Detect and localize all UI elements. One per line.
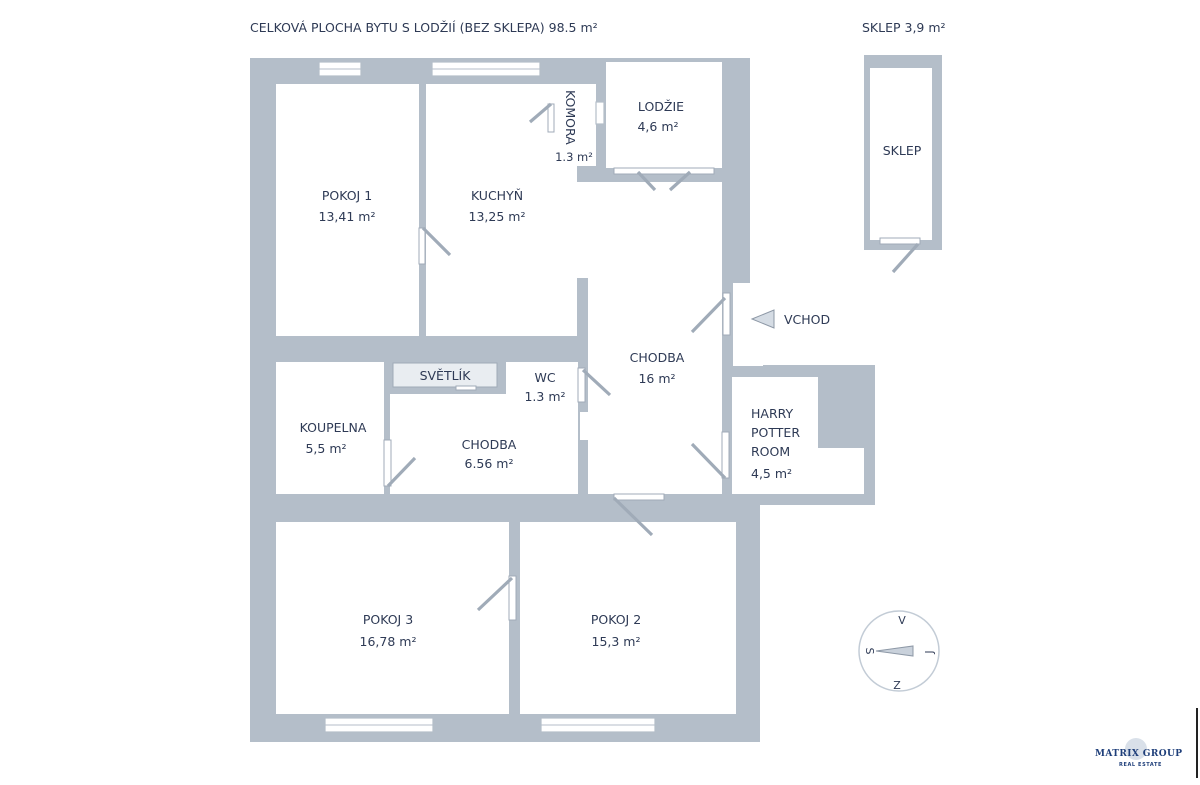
label-koupelna: KOUPELNA xyxy=(300,420,367,435)
label-harry-3: ROOM xyxy=(751,444,790,459)
door-frame-lodzie xyxy=(613,167,715,175)
label-harry-2: POTTER xyxy=(751,425,800,440)
door-pokoj1 xyxy=(421,226,452,257)
door-lodzie-right xyxy=(668,170,692,192)
svetlik-vent xyxy=(455,385,477,391)
label-sklep: SKLEP xyxy=(883,143,922,158)
entrance-gap xyxy=(733,283,763,366)
label-chodba-main: CHODBA xyxy=(630,350,685,365)
logo-name: MATRIX GROUP xyxy=(1095,749,1183,759)
area-chodba-small: 6.56 m² xyxy=(465,456,514,471)
label-kuchyn: KUCHYŇ xyxy=(471,188,523,203)
label-wc: WC xyxy=(534,370,555,385)
door-koupelna xyxy=(386,456,417,488)
room-komora xyxy=(557,84,596,166)
door-frame-wc xyxy=(577,367,586,403)
door-frame-koupelna xyxy=(383,439,392,487)
room-pokoj1 xyxy=(276,84,419,336)
area-pokoj3: 16,78 m² xyxy=(360,634,417,649)
door-frame-pokoj1 xyxy=(418,227,426,265)
area-komora: 1.3 m² xyxy=(555,150,593,164)
area-harry: 4,5 m² xyxy=(751,466,792,481)
door-harry xyxy=(690,442,727,480)
label-komora: KOMORA xyxy=(563,90,578,145)
area-kuchyn: 13,25 m² xyxy=(469,209,526,224)
room-chodba-small xyxy=(390,394,578,494)
door-pokoj3 xyxy=(476,576,514,612)
door-frame-harry xyxy=(721,431,730,479)
compass-rose: V Z S J xyxy=(858,610,940,692)
rooms xyxy=(276,62,932,714)
globe-icon xyxy=(1125,738,1147,760)
compass-circle xyxy=(858,610,940,692)
room-koupelna xyxy=(276,362,384,494)
label-lodzie: LODŽIE xyxy=(638,99,684,114)
door-frame-komora xyxy=(547,103,555,133)
room-sklep xyxy=(870,68,932,240)
area-koupelna: 5,5 m² xyxy=(305,441,346,456)
room-harry xyxy=(732,377,864,494)
door-wc xyxy=(581,368,612,397)
windows xyxy=(318,61,656,733)
area-pokoj2: 15,3 m² xyxy=(592,634,641,649)
door-sklep xyxy=(891,242,920,274)
compass-south: Z xyxy=(893,679,901,692)
company-logo: MATRIX GROUP REAL ESTATE xyxy=(1085,708,1185,774)
label-pokoj2: POKOJ 2 xyxy=(591,612,641,627)
doors xyxy=(383,102,921,621)
door-frame-pokoj3 xyxy=(508,575,517,621)
door-lodzie-left xyxy=(636,170,657,192)
room-kuchyn-opening xyxy=(577,182,589,278)
area-pokoj1: 13,41 m² xyxy=(319,209,376,224)
door-frame-sklep xyxy=(879,237,921,245)
door-frame-vchod xyxy=(722,292,731,336)
window-komora-side xyxy=(595,101,605,125)
label-chodba-small: CHODBA xyxy=(462,437,517,452)
door-vchod xyxy=(690,296,727,334)
compass-needle-icon xyxy=(875,645,914,657)
door-pokoj2 xyxy=(612,496,654,537)
compass-west: S xyxy=(863,648,876,655)
svetlik-skylight xyxy=(392,362,498,388)
label-vchod: VCHOD xyxy=(784,312,830,327)
entrance-arrow-icon xyxy=(750,309,775,329)
cellar-area-title: SKLEP 3,9 m² xyxy=(862,20,946,35)
door-frame-pokoj2 xyxy=(613,493,665,501)
room-pokoj3 xyxy=(276,522,509,714)
room-labels: POKOJ 1 13,41 m² KUCHYŇ 13,25 m² KOMORA … xyxy=(300,90,922,649)
logo-subtitle: REAL ESTATE xyxy=(1119,762,1163,768)
total-area-title: CELKOVÁ PLOCHA BYTU S LODŽIÍ (BEZ SKLEPA… xyxy=(250,20,598,35)
compass-north: V xyxy=(898,614,906,627)
label-pokoj3: POKOJ 3 xyxy=(363,612,413,627)
room-wc xyxy=(506,362,578,406)
logo-divider xyxy=(1196,708,1198,778)
label-harry-1: HARRY xyxy=(751,406,794,421)
compass-east: J xyxy=(923,650,936,654)
label-pokoj1: POKOJ 1 xyxy=(322,188,372,203)
room-lodzie xyxy=(606,62,722,168)
room-pokoj2 xyxy=(520,522,736,714)
label-svetlik: SVĚTLÍK xyxy=(420,368,472,383)
area-chodba-main: 16 m² xyxy=(638,371,675,386)
area-lodzie: 4,6 m² xyxy=(637,119,678,134)
door-komora xyxy=(528,102,553,124)
area-wc: 1.3 m² xyxy=(524,389,565,404)
room-chodba-main xyxy=(580,182,722,494)
